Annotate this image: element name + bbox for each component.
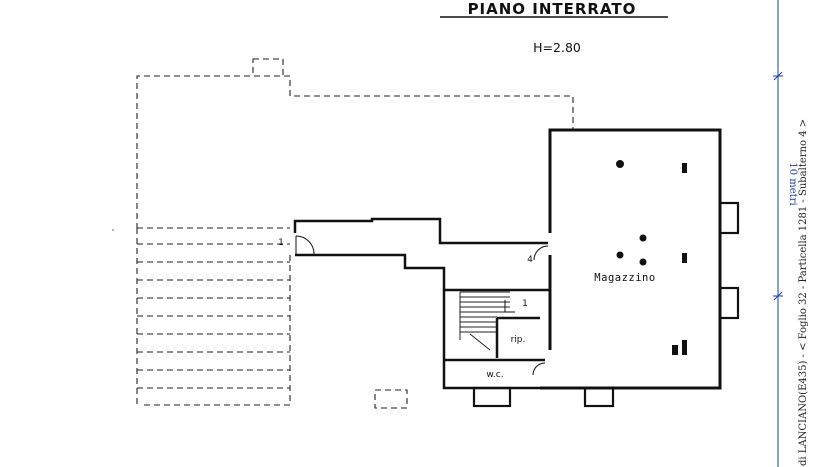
plan-title: PIANO INTERRATO — [468, 0, 637, 18]
room-label-magazzino: Magazzino — [594, 272, 655, 284]
cadastral-caption: di LANCIANO(E435) - < Foglio 32 - Partic… — [798, 119, 809, 466]
room-label-wc: w.c. — [486, 370, 503, 380]
door-swings — [295, 235, 549, 376]
stair-treads — [459, 291, 510, 351]
pillars — [616, 160, 687, 355]
stair-arrow — [504, 300, 515, 313]
external-openings — [472, 201, 740, 408]
scale-bar — [773, 0, 783, 467]
marker-stair: 1 — [522, 299, 528, 309]
height-label: H=2.80 — [533, 40, 581, 55]
upper-floor-outline — [136, 58, 574, 409]
room-label-rip: rip. — [511, 335, 526, 345]
marker-door: 4 — [527, 255, 533, 265]
scale-label: 10 metri — [787, 162, 798, 205]
marker-left: 1 — [278, 238, 284, 248]
warehouse-walls — [540, 128, 722, 390]
speck-mark — [112, 229, 114, 231]
corridor-walls — [293, 217, 550, 292]
